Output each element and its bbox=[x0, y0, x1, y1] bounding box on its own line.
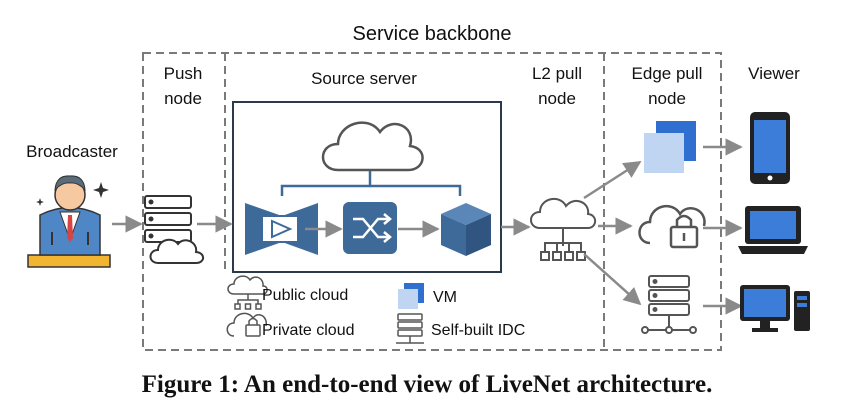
laptop-icon bbox=[738, 206, 808, 254]
source-server-box bbox=[232, 101, 502, 273]
legend-vm-icon bbox=[398, 283, 424, 309]
legend-idc-icon bbox=[396, 313, 424, 344]
broadcaster-label: Broadcaster bbox=[26, 142, 118, 161]
figure-caption: Figure 1: An end-to-end view of LiveNet … bbox=[142, 371, 713, 398]
push-node-label-line2: node bbox=[164, 89, 202, 108]
push-node-label-line1: Push bbox=[164, 64, 203, 83]
edge-pull-node-label-line1: Edge pull bbox=[632, 64, 703, 83]
push-node-server-icon bbox=[144, 195, 192, 243]
arrow-l2-edge-vm bbox=[583, 160, 642, 200]
l2-public-cloud-icon bbox=[530, 197, 597, 261]
desktop-icon bbox=[740, 285, 810, 332]
shuffle-vm-icon bbox=[343, 202, 397, 254]
edge-vm-icon bbox=[644, 121, 696, 173]
cloud-connector bbox=[280, 171, 462, 196]
legend-vm-label: VM bbox=[433, 289, 457, 306]
edge-private-cloud-icon bbox=[638, 204, 706, 249]
public-cloud-icon-large bbox=[321, 121, 424, 172]
package-vm-icon bbox=[441, 203, 491, 256]
edge-pull-node-label-line2: node bbox=[648, 89, 686, 108]
legend-idc-label: Self-built IDC bbox=[431, 322, 525, 339]
service-backbone-title: Service backbone bbox=[353, 23, 512, 45]
legend-private-cloud-label: Private cloud bbox=[262, 322, 355, 339]
transcoder-vm-icon bbox=[245, 203, 318, 255]
legend-public-cloud-label: Public cloud bbox=[262, 287, 348, 304]
legend-private-cloud-icon bbox=[226, 312, 267, 337]
l2-pull-node-label-line2: node bbox=[538, 89, 576, 108]
viewer-label: Viewer bbox=[748, 64, 800, 83]
arrow-l2-edge-idc bbox=[583, 253, 642, 306]
legend-public-cloud-icon bbox=[227, 275, 268, 310]
l2-pull-node-label-line1: L2 pull bbox=[532, 64, 582, 83]
broadcaster-icon bbox=[27, 175, 111, 268]
service-backbone-box bbox=[142, 52, 722, 351]
source-server-label: Source server bbox=[311, 69, 417, 88]
edge-idc-icon bbox=[641, 275, 697, 334]
push-node-cloud-icon bbox=[149, 238, 205, 264]
phone-icon bbox=[750, 112, 790, 184]
